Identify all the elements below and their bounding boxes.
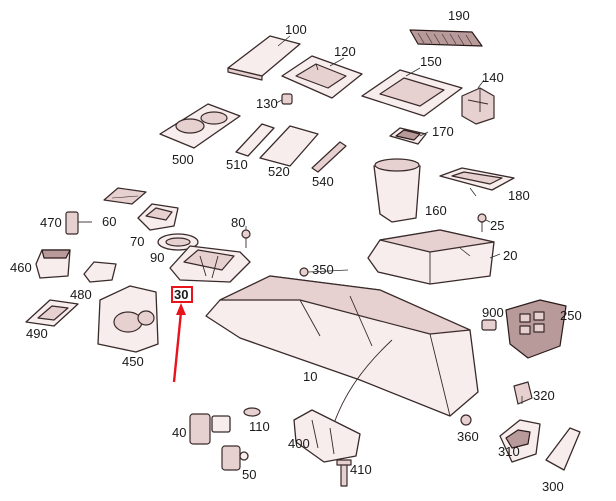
part-140-bracket[interactable] xyxy=(461,87,495,125)
callout-40[interactable]: 40 xyxy=(172,425,186,440)
callout-900[interactable]: 900 xyxy=(482,305,504,320)
part-170-tray[interactable] xyxy=(389,127,427,145)
callout-190[interactable]: 190 xyxy=(448,8,470,23)
part-460-box[interactable] xyxy=(35,249,71,279)
part-520-cover[interactable] xyxy=(259,125,319,167)
part-80-bolt[interactable] xyxy=(241,229,251,248)
callout-20[interactable]: 20 xyxy=(503,248,517,263)
callout-450[interactable]: 450 xyxy=(122,354,144,369)
part-50-connector[interactable] xyxy=(221,445,249,471)
part-90-ring[interactable] xyxy=(157,233,199,251)
part-130-clip[interactable] xyxy=(281,93,293,105)
callout-60[interactable]: 60 xyxy=(102,214,116,229)
part-400-bracket[interactable] xyxy=(293,409,361,463)
callout-10[interactable]: 10 xyxy=(303,369,317,384)
part-900-cap[interactable] xyxy=(481,319,497,331)
part-25-screw[interactable] xyxy=(477,213,487,232)
callout-520[interactable]: 520 xyxy=(268,164,290,179)
part-40-switch[interactable] xyxy=(189,413,231,445)
callout-470[interactable]: 470 xyxy=(40,215,62,230)
part-70-storage[interactable] xyxy=(137,203,179,231)
callout-500[interactable]: 500 xyxy=(172,152,194,167)
callout-170[interactable]: 170 xyxy=(432,124,454,139)
callout-410[interactable]: 410 xyxy=(350,462,372,477)
selected-part-box xyxy=(171,286,193,303)
part-20-armrest[interactable] xyxy=(367,229,495,285)
callout-100[interactable]: 100 xyxy=(285,22,307,37)
callout-490[interactable]: 490 xyxy=(26,326,48,341)
callout-480[interactable]: 480 xyxy=(70,287,92,302)
callout-350[interactable]: 350 xyxy=(312,262,334,277)
callout-510[interactable]: 510 xyxy=(226,157,248,172)
part-120-trim-frame[interactable] xyxy=(281,55,363,99)
part-180-mat[interactable] xyxy=(439,167,515,191)
callout-180[interactable]: 180 xyxy=(508,188,530,203)
part-510-strip[interactable] xyxy=(235,123,275,157)
leader-lines xyxy=(245,35,523,404)
callout-70[interactable]: 70 xyxy=(130,234,144,249)
part-470-switch[interactable] xyxy=(65,211,92,235)
part-500-cupholder-cover[interactable] xyxy=(159,103,241,149)
callout-80[interactable]: 80 xyxy=(231,215,245,230)
selection-arrow xyxy=(172,303,186,383)
part-30-bracket-assembly[interactable] xyxy=(169,245,251,283)
callout-150[interactable]: 150 xyxy=(420,54,442,69)
callout-540[interactable]: 540 xyxy=(312,174,334,189)
part-60-tray[interactable] xyxy=(103,187,147,205)
callout-50[interactable]: 50 xyxy=(242,467,256,482)
callout-250[interactable]: 250 xyxy=(560,308,582,323)
callout-160[interactable]: 160 xyxy=(425,203,447,218)
part-540-strip[interactable] xyxy=(311,141,347,173)
part-450-front-module[interactable] xyxy=(97,285,159,353)
part-320-port[interactable] xyxy=(513,381,533,405)
callout-30-selected[interactable]: 30 xyxy=(174,287,188,302)
callout-460[interactable]: 460 xyxy=(10,260,32,275)
part-410-bolt[interactable] xyxy=(336,459,352,487)
part-10-center-console[interactable] xyxy=(205,275,479,417)
part-300-trim[interactable] xyxy=(545,427,581,471)
callout-90[interactable]: 90 xyxy=(150,250,164,265)
callout-360[interactable]: 360 xyxy=(457,429,479,444)
part-360-nut[interactable] xyxy=(460,414,472,426)
part-110-cap[interactable] xyxy=(243,407,261,417)
callout-110[interactable]: 110 xyxy=(249,419,270,434)
part-160-bin[interactable] xyxy=(373,158,421,223)
callout-120[interactable]: 120 xyxy=(334,44,356,59)
part-150-trim-frame[interactable] xyxy=(361,69,463,117)
callout-400[interactable]: 400 xyxy=(288,436,310,451)
part-350-clip[interactable] xyxy=(299,267,309,277)
part-190-grille[interactable] xyxy=(409,29,483,47)
part-250-vent-panel[interactable] xyxy=(505,299,567,359)
callout-140[interactable]: 140 xyxy=(482,70,504,85)
part-480-insert[interactable] xyxy=(83,261,117,283)
callout-300[interactable]: 300 xyxy=(542,479,564,494)
part-100-lid-cover[interactable] xyxy=(227,35,301,81)
part-310-housing[interactable] xyxy=(499,419,541,463)
callout-130[interactable]: 130 xyxy=(256,96,278,111)
callout-320[interactable]: 320 xyxy=(533,388,555,403)
callout-310[interactable]: 310 xyxy=(498,444,520,459)
part-490-plate[interactable] xyxy=(25,299,79,327)
callout-25[interactable]: 25 xyxy=(490,218,504,233)
